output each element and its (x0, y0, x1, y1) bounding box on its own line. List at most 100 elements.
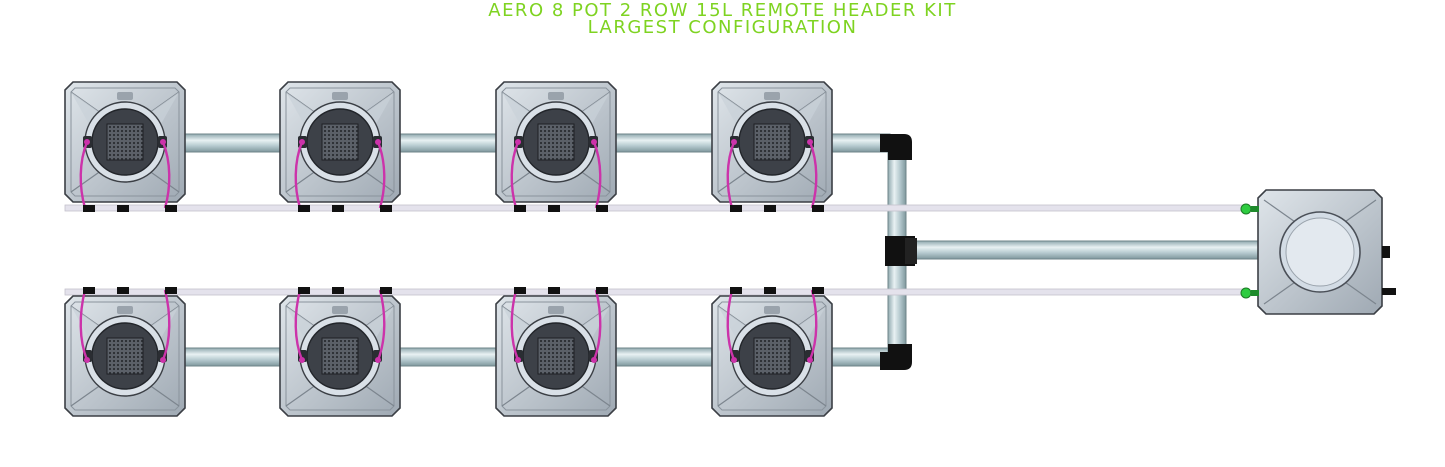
pot-frame (501, 87, 611, 197)
net-basket-icon (321, 123, 359, 161)
drip-line-left (294, 141, 304, 209)
drip-emitter-right (591, 139, 597, 145)
elbow-fitting-icon (880, 344, 912, 370)
feed-line-upper (64, 204, 1246, 212)
pot-notch (117, 92, 133, 100)
feed-clip (83, 287, 95, 294)
valve-stem (1251, 290, 1259, 296)
aero-pot-icon (711, 81, 833, 212)
tank-bevels (1263, 199, 1377, 305)
drip-emitter-right (807, 357, 813, 363)
feed-clip (764, 205, 776, 212)
drip-emitter-left (299, 357, 305, 363)
header-tank-layer (1240, 189, 1396, 315)
feed-clip (332, 287, 344, 294)
elbow-fitting-icon (880, 134, 912, 160)
feed-clip (548, 287, 560, 294)
header-tank-icon (1240, 189, 1396, 315)
feed-clip (380, 205, 392, 212)
valve-stem (1251, 206, 1259, 212)
drip-line-right (161, 141, 171, 209)
title-line-1: AERO 8 POT 2 ROW 15L REMOTE HEADER KIT (488, 0, 957, 21)
aero-pot-icon (495, 81, 617, 212)
pot-frame (717, 301, 827, 411)
green-valve-icon (1240, 203, 1252, 215)
feed-clip (514, 205, 526, 212)
pot-frame (70, 301, 180, 411)
drip-emitter-left (515, 357, 521, 363)
pot-frame (501, 301, 611, 411)
pot-notch (332, 92, 348, 100)
drip-line-right (376, 141, 386, 209)
net-basket-icon (321, 337, 359, 375)
feed-clip (764, 287, 776, 294)
drip-line-left (510, 141, 520, 209)
feed-clip (812, 287, 824, 294)
drip-emitter-left (84, 357, 90, 363)
feed-clip (514, 287, 526, 294)
drip-emitter-left (299, 139, 305, 145)
aero-pot-icon (64, 81, 186, 212)
drip-emitter-left (731, 139, 737, 145)
pot-layer (64, 81, 833, 417)
tee-fitting-socket (905, 238, 917, 264)
feed-line-lower (64, 288, 1246, 296)
drip-line-right (592, 289, 602, 361)
pot-frame (285, 87, 395, 197)
fitting-layer (880, 134, 917, 370)
drip-line-left (726, 141, 736, 209)
pot-notch (764, 306, 780, 314)
net-basket-icon (537, 337, 575, 375)
green-valve-icon (1240, 287, 1252, 299)
feed-clip (83, 205, 95, 212)
aero-pot-icon (64, 287, 186, 417)
pot-notch (117, 306, 133, 314)
pot-notch (332, 306, 348, 314)
drip-line-right (592, 141, 602, 209)
feed-clip (298, 287, 310, 294)
drip-emitter-left (84, 139, 90, 145)
feed-clip (548, 205, 560, 212)
drip-emitter-right (375, 139, 381, 145)
pot-notch (548, 92, 564, 100)
net-basket-icon (753, 123, 791, 161)
net-basket-icon (106, 123, 144, 161)
pot-notch (764, 92, 780, 100)
tank-outlet (1382, 246, 1390, 258)
feed-clip (812, 205, 824, 212)
diagram-title: AERO 8 POT 2 ROW 15L REMOTE HEADER KIT L… (0, 0, 1445, 38)
feed-clip (117, 287, 129, 294)
feed-clip (596, 287, 608, 294)
drip-emitter-left (731, 357, 737, 363)
title-line-2: LARGEST CONFIGURATION (587, 17, 858, 38)
pot-frame (70, 87, 180, 197)
feed-clip (298, 205, 310, 212)
drip-line-left (726, 289, 736, 361)
drip-line-right (161, 289, 171, 361)
drip-emitter-right (160, 357, 166, 363)
drip-line-right (808, 289, 818, 361)
feed-clip (165, 205, 177, 212)
drip-line-left (294, 289, 304, 361)
drip-emitter-right (807, 139, 813, 145)
drip-emitter-right (160, 139, 166, 145)
aero-pot-icon (711, 287, 833, 417)
feed-clip (332, 205, 344, 212)
drip-line-left (510, 289, 520, 361)
drip-line-right (376, 289, 386, 361)
aero-pot-icon (279, 81, 401, 212)
drip-emitter-left (515, 139, 521, 145)
tank-drain (1382, 288, 1396, 295)
net-basket-icon (537, 123, 575, 161)
net-basket-icon (753, 337, 791, 375)
drip-line-right (808, 141, 818, 209)
header-feed-pipe (904, 240, 1271, 260)
pot-notch (548, 306, 564, 314)
aero-pot-icon (279, 287, 401, 417)
tank-lid-inner (1285, 217, 1355, 287)
drip-emitter-right (375, 357, 381, 363)
drip-line-left (79, 289, 89, 361)
feed-clip (165, 287, 177, 294)
feed-clip (730, 205, 742, 212)
